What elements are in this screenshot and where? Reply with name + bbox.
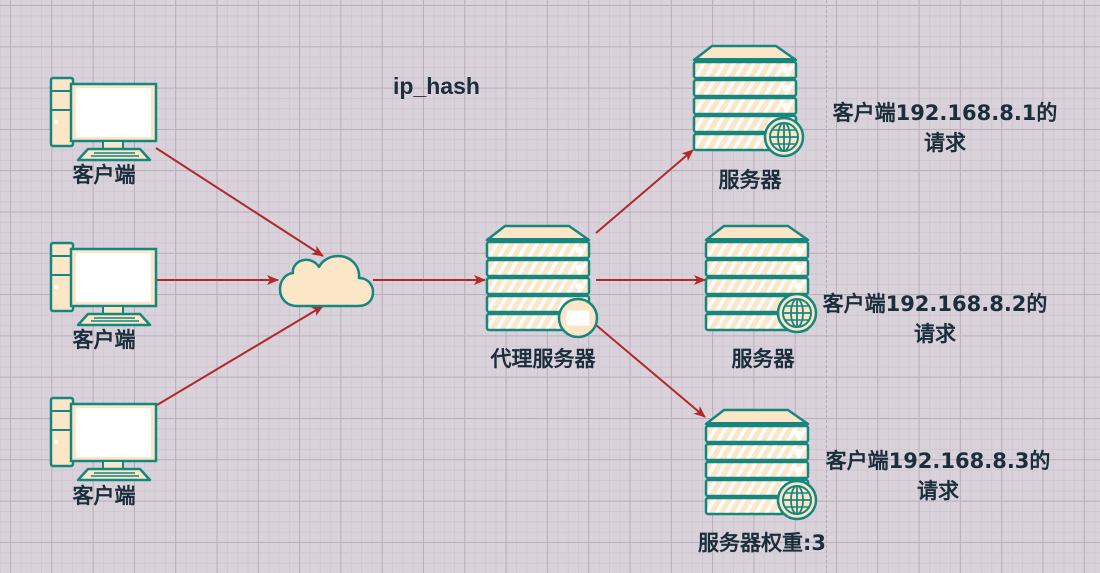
- proxy-server-label: 代理服务器: [490, 347, 596, 371]
- edge-client-1-to-cloud: [155, 147, 324, 257]
- globe-icon: [776, 292, 818, 334]
- computer-icon[interactable]: [49, 241, 158, 327]
- server-note: 客户端192.168.8.3的 请求: [826, 446, 1051, 506]
- server-note: 客户端192.168.8.1的 请求: [833, 98, 1058, 158]
- client-label: 客户端: [72, 328, 136, 352]
- server-label: 服务器: [731, 347, 795, 371]
- edge-proxy-to-server-3: [595, 324, 706, 418]
- globe-icon: [776, 479, 818, 521]
- edges: [155, 147, 706, 418]
- server-icon[interactable]: [704, 224, 818, 334]
- computer-icon[interactable]: [49, 76, 158, 162]
- computer-icon[interactable]: [49, 396, 158, 482]
- cloud-icon[interactable]: [278, 254, 375, 308]
- edge-client-3-to-cloud: [156, 305, 324, 406]
- server-note-line: 客户端192.168.8.2的: [822, 292, 1048, 316]
- server-label: 服务器权重:3: [697, 531, 827, 555]
- server-note-line: 请求: [923, 131, 966, 155]
- client-label: 客户端: [72, 484, 136, 508]
- server-icon[interactable]: [692, 44, 805, 158]
- server-icon[interactable]: [704, 408, 818, 521]
- dashed-guide-line: [826, 0, 827, 573]
- globe-icon: [763, 116, 805, 158]
- client-label: 客户端: [72, 163, 136, 187]
- server-note: 客户端192.168.8.2的 请求: [823, 289, 1048, 349]
- server-note-line: 请求: [916, 479, 959, 503]
- server-label: 服务器: [718, 168, 782, 192]
- diagram-title: ip_hash: [393, 73, 480, 99]
- server-note-line: 客户端192.168.8.1的: [832, 101, 1058, 125]
- server-note-line: 请求: [913, 322, 956, 346]
- proxy-server-icon[interactable]: [485, 224, 599, 339]
- server-note-line: 客户端192.168.8.3的: [825, 449, 1051, 473]
- edge-proxy-to-server-1: [595, 149, 694, 234]
